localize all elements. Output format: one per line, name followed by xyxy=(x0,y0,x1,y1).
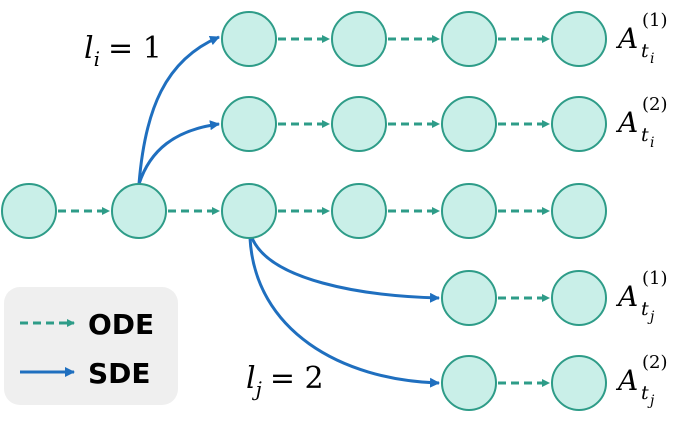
legend-sde-label: SDE xyxy=(88,357,151,390)
label-a-ti-1: A (1) t i xyxy=(615,10,668,67)
state-node xyxy=(111,183,167,239)
sde-edges xyxy=(137,35,440,388)
state-node xyxy=(441,270,497,326)
sde-edge xyxy=(250,237,440,303)
state-node xyxy=(551,11,607,67)
label-li-sub: i xyxy=(94,47,100,71)
state-node xyxy=(331,11,387,67)
label-li: li = 1 xyxy=(84,31,162,71)
label-lj-sub: j xyxy=(252,377,262,401)
ode-edges xyxy=(58,35,550,387)
label-a-tj-1-base: A xyxy=(615,280,638,313)
state-node xyxy=(551,183,607,239)
label-lj: lj = 2 xyxy=(246,361,324,401)
state-node xyxy=(1,183,57,239)
label-a-ti-1-sub: t xyxy=(641,40,649,62)
label-a-ti-2-base: A xyxy=(615,106,638,139)
state-node xyxy=(221,96,277,152)
state-node xyxy=(331,96,387,152)
state-node xyxy=(331,183,387,239)
sde-edge xyxy=(248,237,440,388)
state-node xyxy=(441,355,497,411)
label-a-ti-1-base: A xyxy=(615,22,638,55)
label-a-tj-1: A (1) t j xyxy=(615,268,668,325)
state-node xyxy=(221,183,277,239)
label-a-ti-1-subsub: i xyxy=(650,51,654,67)
label-a-tj-2-sub: t xyxy=(641,382,649,404)
label-a-ti-2-subsub: i xyxy=(650,135,654,151)
sde-edge xyxy=(137,120,220,185)
legend-ode-label: ODE xyxy=(88,308,154,341)
label-a-ti-1-sup: (1) xyxy=(642,10,668,31)
state-node xyxy=(441,96,497,152)
label-li-rhs: = 1 xyxy=(108,31,162,66)
label-lj-var: l xyxy=(246,361,256,396)
state-node xyxy=(441,183,497,239)
sde-edge xyxy=(137,35,220,185)
label-li-var: l xyxy=(84,31,94,66)
label-a-ti-2-sub: t xyxy=(641,124,649,146)
state-node xyxy=(441,11,497,67)
label-a-tj-2-sup: (2) xyxy=(642,352,668,373)
state-node xyxy=(221,11,277,67)
label-a-ti-2-sup: (2) xyxy=(642,94,668,115)
label-a-ti-2: A (2) t i xyxy=(615,94,668,151)
label-a-tj-1-sup: (1) xyxy=(642,268,668,289)
nodes xyxy=(1,11,607,411)
state-node xyxy=(551,270,607,326)
label-a-tj-1-sub: t xyxy=(641,298,649,320)
label-lj-rhs: = 2 xyxy=(270,361,324,396)
legend: ODE SDE xyxy=(4,287,178,405)
state-node xyxy=(551,96,607,152)
label-a-tj-2-subsub: j xyxy=(647,393,655,409)
label-a-tj-1-subsub: j xyxy=(647,309,655,325)
label-a-tj-2: A (2) t j xyxy=(615,352,668,409)
legend-box xyxy=(4,287,178,405)
state-node xyxy=(551,355,607,411)
label-a-tj-2-base: A xyxy=(615,364,638,397)
